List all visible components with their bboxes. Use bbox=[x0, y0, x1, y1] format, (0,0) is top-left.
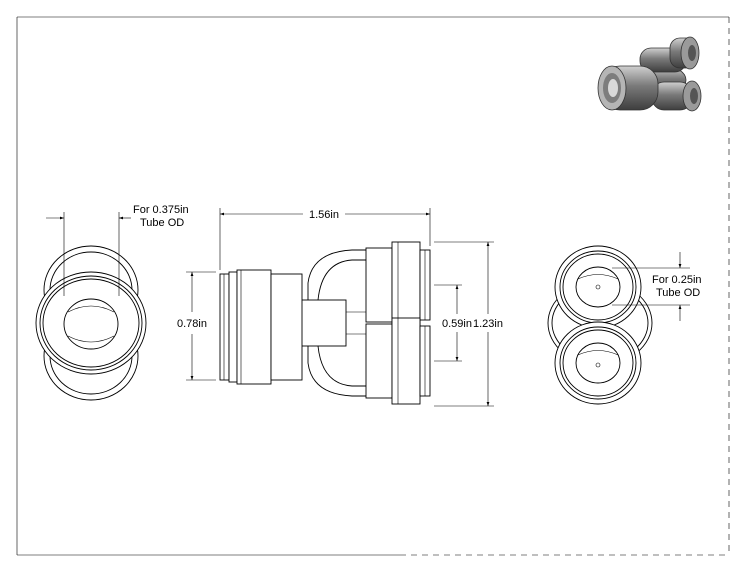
small-tube-dimension: For 0.25in Tube OD bbox=[612, 252, 702, 321]
small-tube-note-line2: Tube OD bbox=[656, 287, 700, 299]
right-end-view bbox=[547, 245, 653, 405]
overall-length-label: 1.56in bbox=[309, 209, 339, 221]
large-port-height-dimension: 0.78in bbox=[177, 271, 216, 381]
isometric-preview bbox=[597, 36, 702, 112]
overall-height-label: 1.23in bbox=[473, 318, 503, 330]
drawing-border bbox=[16, 16, 730, 556]
large-port-height-label: 0.78in bbox=[177, 318, 207, 330]
small-port-spacing-dimension: 0.59in bbox=[434, 284, 472, 362]
large-tube-note-line1: For 0.375in bbox=[133, 204, 189, 216]
overall-height-dimension: 1.23in bbox=[434, 241, 503, 407]
large-tube-dimension: For 0.375in Tube OD bbox=[46, 204, 189, 296]
left-end-view bbox=[35, 245, 147, 401]
small-tube-note-line1: For 0.25in bbox=[652, 274, 702, 286]
side-view bbox=[219, 241, 431, 405]
large-tube-note-line2: Tube OD bbox=[140, 217, 184, 229]
overall-length-dimension: 1.56in bbox=[219, 208, 431, 270]
small-port-spacing-label: 0.59in bbox=[442, 318, 472, 330]
